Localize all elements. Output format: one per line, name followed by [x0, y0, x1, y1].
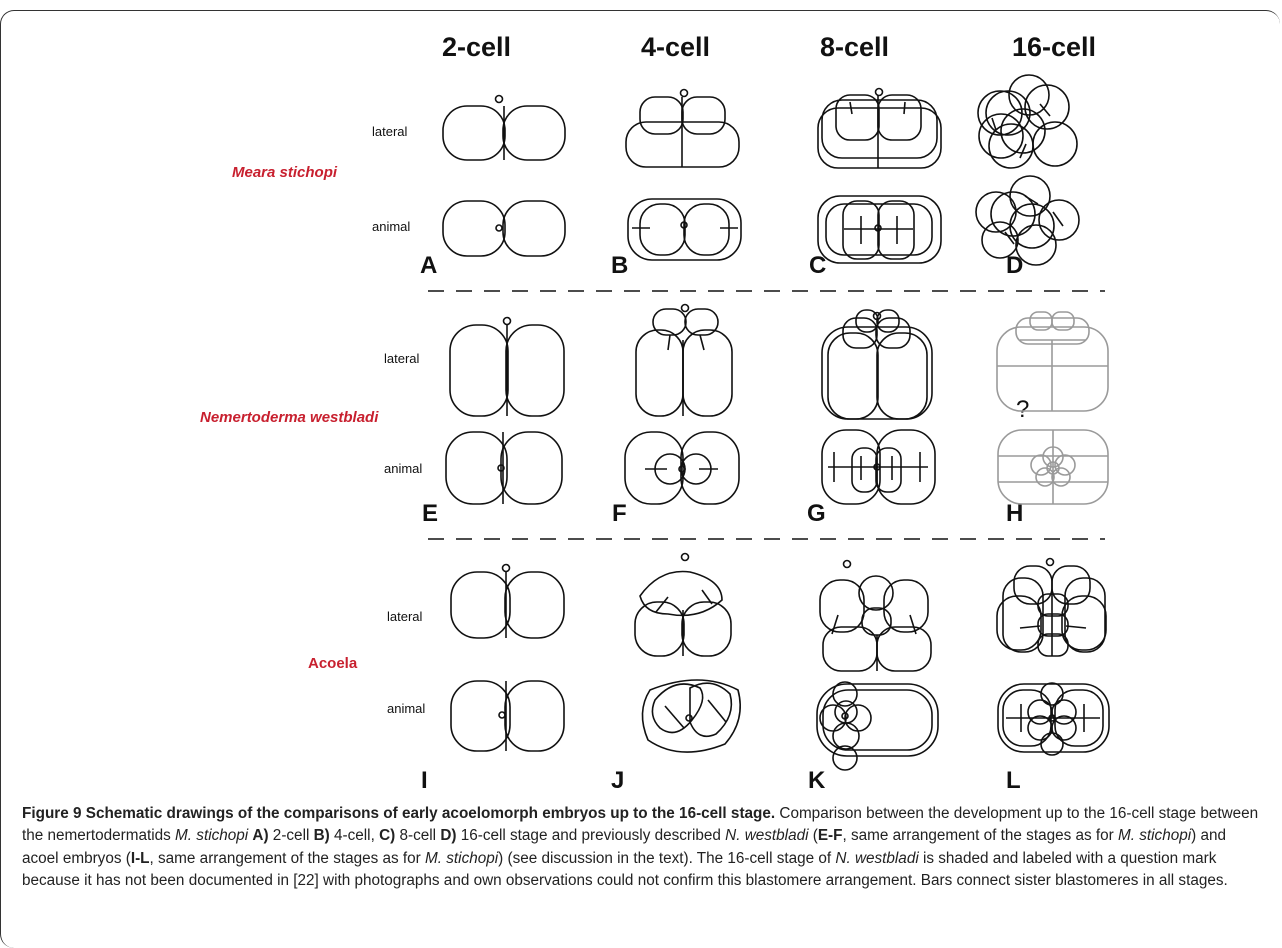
- embryo-G-animal: [821, 429, 936, 505]
- view-label-lateral: lateral: [387, 609, 423, 624]
- embryo-C-lateral: [817, 87, 942, 169]
- embryo-B-lateral: [625, 88, 740, 168]
- embryo-E-animal: [445, 431, 563, 505]
- stage-header-4cell: 4-cell: [641, 32, 711, 62]
- stage-header-16cell: 16-cell: [1012, 32, 1097, 62]
- embryo-F-lateral: [635, 303, 733, 417]
- embryo-H-animal: [997, 429, 1109, 505]
- stage-header-2cell: 2-cell: [442, 32, 512, 62]
- panel-letter: K: [808, 767, 826, 794]
- embryo-J-lateral: [634, 552, 732, 657]
- panel-letter: E: [422, 500, 439, 527]
- species-label-nemertoderma: Nemertoderma westbladi: [200, 409, 379, 426]
- panel-letter: D: [1006, 252, 1024, 279]
- figure-frame: [0, 10, 1280, 948]
- caption-title: Figure 9 Schematic drawings of the compa…: [22, 805, 776, 822]
- question-mark: ?: [1016, 396, 1030, 423]
- embryo-I-animal: [450, 680, 565, 752]
- species-label-acoela: Acoela: [308, 655, 358, 672]
- panel-letter: J: [611, 767, 625, 794]
- figure-caption: Figure 9 Schematic drawings of the compa…: [22, 805, 1259, 890]
- embryo-A-lateral: [442, 94, 566, 161]
- panel-letter: I: [421, 767, 428, 794]
- view-label-animal: animal: [384, 461, 423, 476]
- view-label-animal: animal: [387, 701, 426, 716]
- view-label-lateral: lateral: [384, 351, 420, 366]
- embryo-A-animal: [442, 200, 566, 257]
- embryo-G-lateral: [821, 309, 933, 420]
- panel-letter: B: [611, 252, 629, 279]
- panel-letter: G: [807, 500, 826, 527]
- embryo-B-animal: [627, 198, 742, 261]
- embryo-I-lateral: [450, 563, 565, 639]
- embryo-K-lateral: [819, 559, 932, 672]
- panel-letter: H: [1006, 500, 1024, 527]
- panel-letter: L: [1006, 767, 1021, 794]
- stage-header-8cell: 8-cell: [820, 32, 890, 62]
- embryo-K-animal: [816, 681, 939, 771]
- embryo-H-lateral: [996, 311, 1109, 412]
- embryo-E-lateral: [449, 316, 565, 417]
- embryo-L-lateral: [996, 557, 1107, 657]
- panel-letter: A: [420, 252, 438, 279]
- panel-letter: C: [809, 252, 827, 279]
- view-label-animal: animal: [372, 219, 411, 234]
- embryo-D-animal: [975, 175, 1080, 266]
- embryo-J-animal: [641, 679, 741, 753]
- view-label-lateral: lateral: [372, 124, 408, 139]
- panel-letter: F: [612, 500, 627, 527]
- embryo-F-animal: [624, 431, 740, 505]
- embryo-C-animal: [817, 195, 942, 264]
- embryo-D-lateral: [977, 74, 1078, 169]
- embryo-drawings: [428, 74, 1110, 771]
- embryo-L-animal: [997, 682, 1110, 756]
- species-label-meara: Meara stichopi: [232, 164, 338, 181]
